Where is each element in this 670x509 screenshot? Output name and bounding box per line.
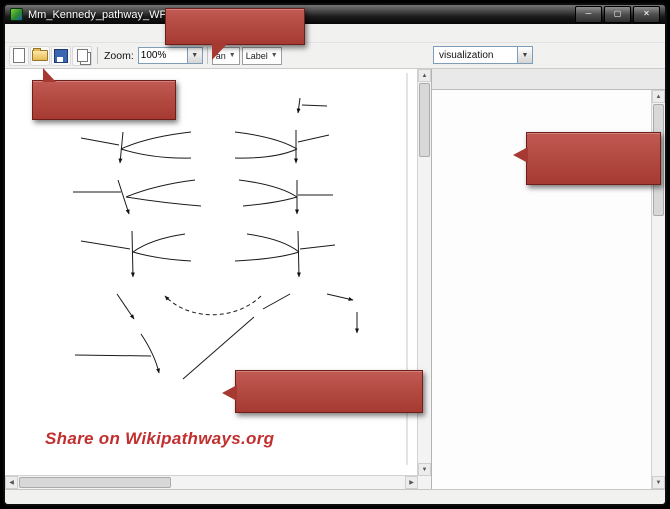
sidebar-tab-bar	[432, 69, 665, 90]
scroll-down-icon[interactable]: ▼	[418, 463, 431, 476]
pathway-edge-layer	[73, 73, 408, 465]
callout-link-databases	[513, 132, 661, 185]
visualization-combo[interactable]: visualization ▼	[433, 46, 533, 64]
zoom-label: Zoom:	[104, 49, 134, 62]
chevron-down-icon: ▼	[270, 52, 278, 59]
callout-draw	[165, 8, 305, 60]
status-bar	[5, 489, 665, 504]
scroll-left-icon[interactable]: ◀	[5, 476, 18, 489]
chevron-down-icon[interactable]: ▼	[187, 47, 203, 64]
open-folder-icon	[32, 48, 48, 61]
scroll-up-icon[interactable]: ▲	[418, 69, 431, 82]
share-annotation: Share on Wikipathways.org	[45, 429, 275, 448]
chevron-down-icon: ▼	[228, 52, 236, 59]
label-combo-value: Label	[245, 50, 268, 61]
zoom-input[interactable]	[137, 47, 188, 64]
copy-button[interactable]	[72, 45, 92, 66]
toolbar-separator	[97, 47, 98, 64]
minimize-button[interactable]: ─	[575, 6, 602, 23]
callout-visualize	[222, 370, 423, 413]
app-icon	[10, 8, 23, 21]
save-button[interactable]	[51, 45, 71, 66]
canvas-area: ▲ ▼ ◀ ▶	[5, 69, 431, 489]
copy-icon	[76, 49, 88, 62]
maximize-button[interactable]: ▢	[604, 6, 631, 23]
scroll-down-icon[interactable]: ▼	[652, 476, 665, 489]
canvas-vertical-scrollbar[interactable]: ▲ ▼	[417, 69, 431, 476]
close-button[interactable]: ✕	[633, 6, 660, 23]
edges-group	[73, 73, 408, 465]
scrollbar-thumb[interactable]	[19, 477, 171, 488]
title-bar[interactable]: Mm_Kennedy_pathway_WP1771_45176.gpml ─ ▢…	[5, 5, 665, 24]
scrollbar-corner	[418, 476, 431, 489]
scroll-up-icon[interactable]: ▲	[652, 90, 665, 103]
label-combo[interactable]: Label▼	[241, 46, 282, 65]
save-disk-icon	[54, 48, 68, 63]
chevron-down-icon: ▼	[517, 47, 532, 63]
scrollbar-thumb[interactable]	[419, 83, 430, 157]
open-button[interactable]	[30, 45, 50, 66]
callout-pointer	[513, 147, 528, 163]
callout-plugins	[32, 68, 176, 120]
callout-pointer	[222, 385, 237, 401]
app-window: Mm_Kennedy_pathway_WP1771_45176.gpml ─ ▢…	[3, 3, 667, 506]
toolbar-separator	[206, 47, 208, 64]
canvas-horizontal-scrollbar[interactable]: ◀ ▶	[5, 475, 418, 489]
new-file-icon	[13, 48, 25, 63]
toolbar: Zoom: ▼ an▼ Label▼ visualization ▼	[5, 43, 665, 69]
visualization-value: visualization	[439, 49, 494, 61]
scroll-right-icon[interactable]: ▶	[405, 476, 418, 489]
pathway-canvas[interactable]	[5, 69, 418, 476]
callout-pointer	[43, 68, 56, 82]
zoom-combo[interactable]: ▼	[137, 47, 203, 64]
new-file-button[interactable]	[9, 45, 29, 66]
callout-pointer	[212, 43, 228, 60]
menu-bar	[5, 24, 665, 43]
